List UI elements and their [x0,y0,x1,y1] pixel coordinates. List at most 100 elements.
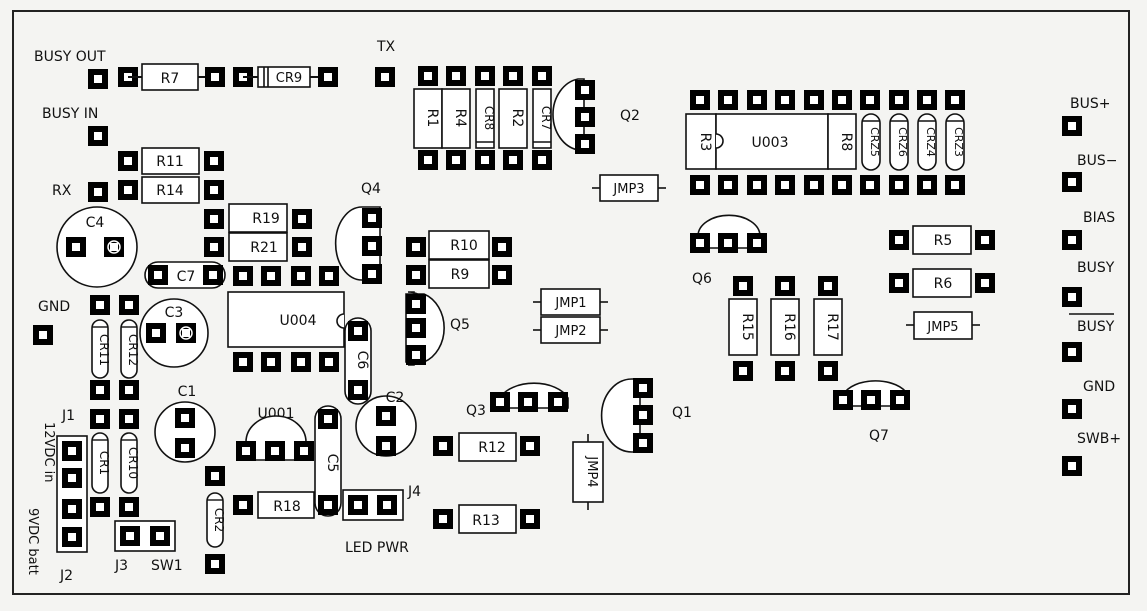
pad [633,433,653,453]
label-c2: C2 [386,390,405,406]
pad [832,90,852,110]
pad [204,237,224,257]
pad-swb-plus [1062,456,1082,476]
label-q6: Q6 [692,271,712,287]
pad [532,66,552,86]
pad [62,468,82,488]
label-r19: R19 [252,211,280,227]
pad [548,392,568,412]
pad [119,497,139,517]
pad [175,408,195,428]
label-r21: R21 [250,240,278,256]
label-c7: C7 [177,269,196,285]
label-r2: R2 [509,109,525,128]
diode-cr8 [475,88,495,149]
pad-tx [375,67,395,87]
pad [348,380,368,400]
pad [503,150,523,170]
pad [889,273,909,293]
pad [292,237,312,257]
pad [718,90,738,110]
pad [418,150,438,170]
label-busy-in: BUSY IN [42,106,98,122]
resistor-r7 [141,63,199,91]
pad [66,237,86,257]
pad [265,441,285,461]
label-tx: TX [376,39,396,55]
pad [90,380,110,400]
label-r13: R13 [472,513,500,529]
label-rx: RX [52,183,72,199]
pad [945,90,965,110]
pad [975,273,995,293]
pad [406,237,426,257]
label-r8: R8 [838,133,854,152]
pad [718,233,738,253]
pad [860,90,880,110]
pad [362,208,382,228]
diode-cr1 [91,432,109,494]
label-c6: C6 [354,351,370,370]
label-sw1: SW1 [151,558,183,574]
resistor-r9 [428,259,490,289]
label-j4: J4 [407,484,421,500]
pad [90,295,110,315]
pad [294,441,314,461]
pad [532,150,552,170]
label-jmp1: JMP1 [554,296,586,311]
label-r11: R11 [156,154,184,170]
capacitor-c5 [314,405,342,517]
pad [204,180,224,200]
pad [104,237,124,257]
pad [233,495,253,515]
pad [718,175,738,195]
pad [118,180,138,200]
pad [233,352,253,372]
resistor-r4 [441,88,471,149]
pad-gnd-right [1062,399,1082,419]
pad [236,441,256,461]
label-q7: Q7 [869,428,889,444]
pad [833,390,853,410]
diode-cr12 [120,319,138,379]
pad [518,392,538,412]
label-cr7: CR7 [539,106,553,130]
pad [889,175,909,195]
label-jmp2: JMP2 [554,324,586,339]
pad [520,509,540,529]
label-j1: J1 [61,408,75,424]
diode-cr2 [206,492,224,548]
label-cr12: CR12 [126,334,140,366]
pad [319,352,339,372]
pad [490,392,510,412]
pad-bus-plus [1062,116,1082,136]
label-swb-plus: SWB+ [1077,431,1121,447]
capacitor-c3 [139,298,209,368]
label-jmp4: JMP4 [584,455,599,487]
label-q3: Q3 [466,403,486,419]
label-r10: R10 [450,238,478,254]
resistor-r17 [813,298,843,356]
pad [475,150,495,170]
label-u003: U003 [752,135,789,151]
pad [633,378,653,398]
label-q4: Q4 [361,181,381,197]
pad [575,134,595,154]
pad [733,361,753,381]
pad [747,90,767,110]
label-r14: R14 [156,183,184,199]
pad-busy [1062,287,1082,307]
diode-crz5 [861,113,881,171]
pad [575,80,595,100]
label-c5: C5 [324,454,340,473]
label-c1: C1 [178,384,197,400]
pad [233,266,253,286]
pad [818,361,838,381]
pad [205,67,225,87]
resistor-r15 [728,298,758,356]
label-led-pwr: LED PWR [345,540,409,556]
pad [62,441,82,461]
pad-busy-bar [1062,342,1082,362]
label-u004: U004 [280,313,317,329]
label-crz6: CRZ6 [896,127,909,157]
